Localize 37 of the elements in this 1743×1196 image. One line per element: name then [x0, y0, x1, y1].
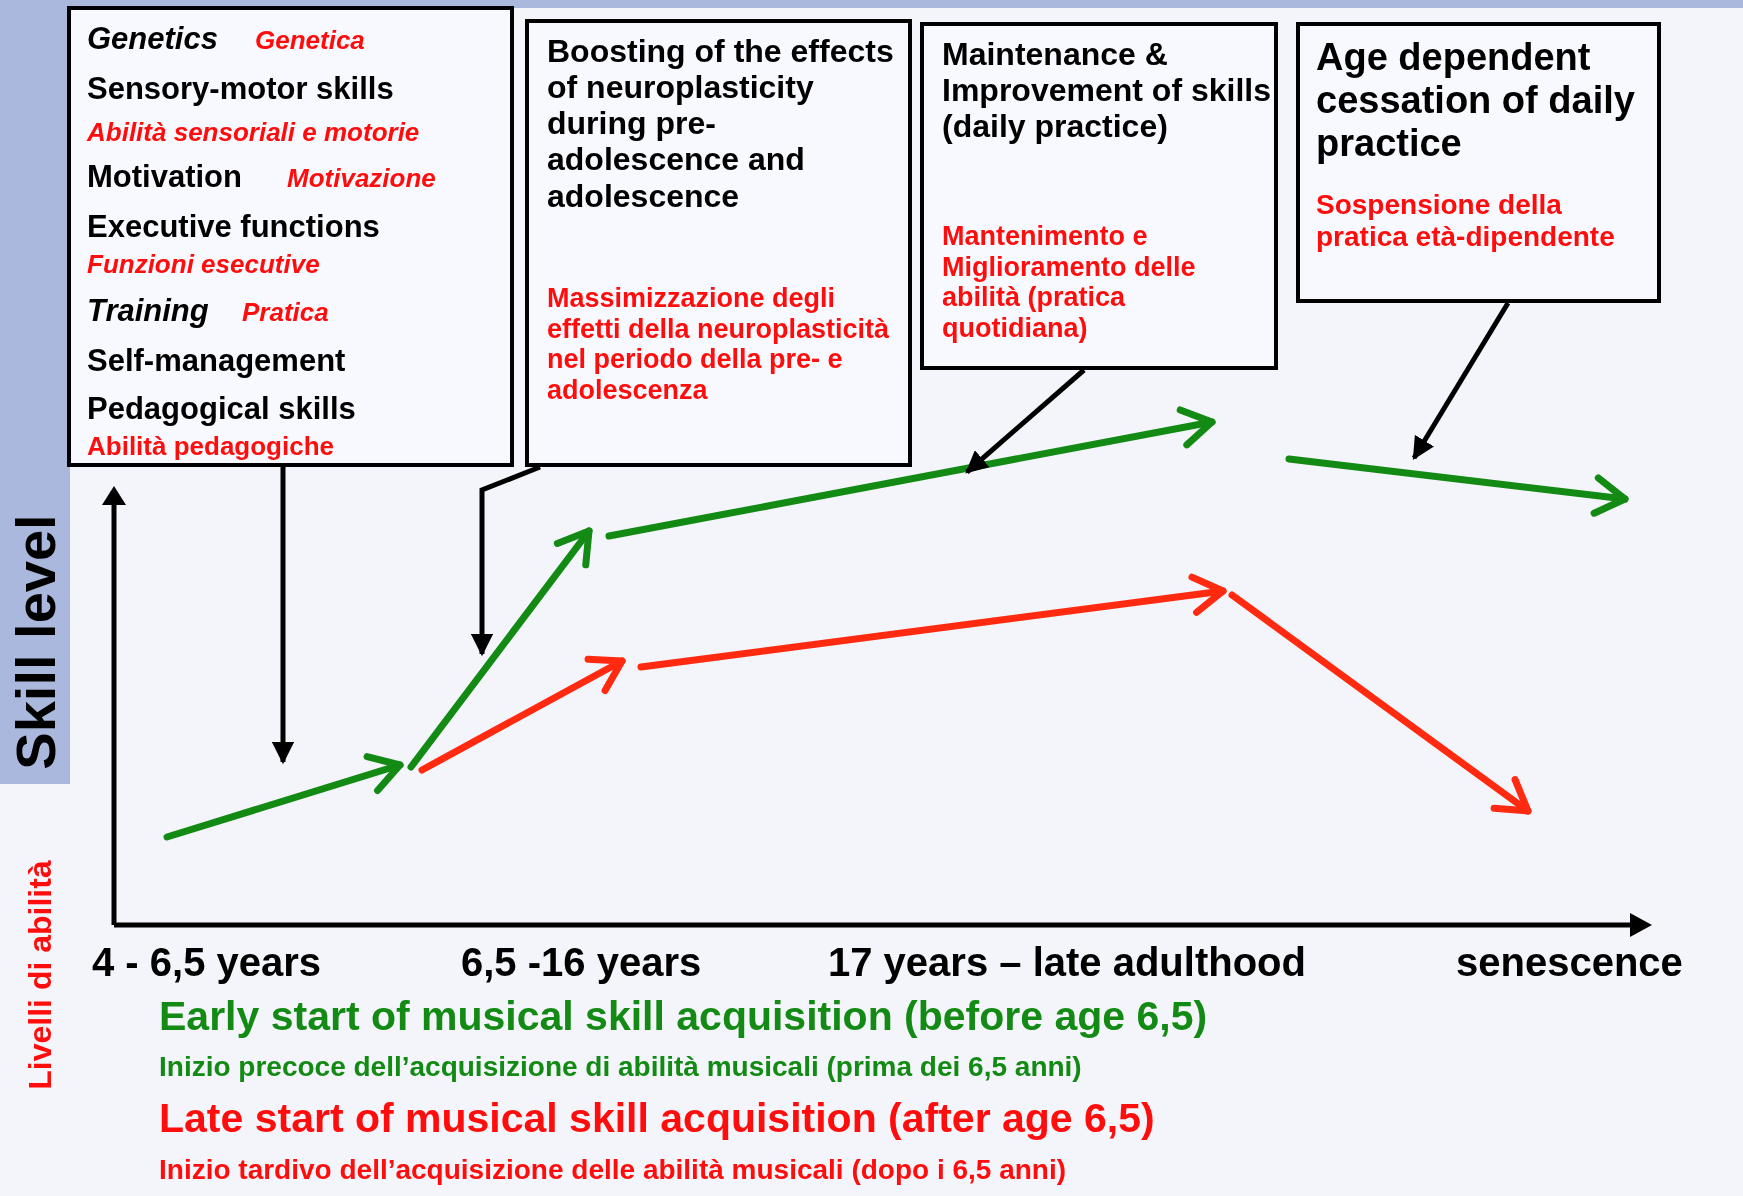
box-text: Genetics [87, 22, 218, 57]
box-text: Training [87, 294, 209, 329]
leader-arrow [271, 467, 295, 765]
italian-translation: Pratica [242, 298, 329, 327]
box-text: Self-management [87, 344, 346, 379]
text-box [525, 19, 912, 467]
text-box [920, 22, 1278, 370]
italian-translation: Massimizzazione degli effetti della neuroplasticità nel periodo della pre- e adolescenza [547, 283, 891, 405]
box-text: Executive functions [87, 210, 380, 245]
italian-translation: Abilità sensoriali e motorie [87, 118, 420, 147]
leader-arrow [1411, 301, 1511, 460]
box-text: Pedagogical skills [87, 392, 356, 427]
leader-arrow [965, 368, 1086, 474]
box-text: Sensory-motor skills [87, 72, 394, 107]
box-text: Boosting of the effects of neuroplasticity during pre-adolescence and adolescence [547, 33, 895, 214]
tick-label: 4 - 6,5 years [92, 942, 322, 982]
series-description: Early start of musical skill acquisition (before age 6,5) [159, 996, 1208, 1037]
box-text: Age dependent cessation of daily practice [1316, 36, 1636, 165]
italian-translation: Abilità pedagogiche [87, 432, 335, 461]
series-description: Inizio tardivo dell’acquisizione delle abilità musicali (dopo i 6,5 anni) [159, 1156, 1067, 1184]
italian-translation: Motivazione [287, 164, 436, 193]
italian-translation: Genetica [255, 26, 365, 55]
tick-label: 6,5 -16 years [461, 942, 702, 982]
italian-translation: Mantenimento e Miglioramento delle abilità (pratica quotidiana) [942, 221, 1197, 343]
italian-translation: Funzioni esecutive [87, 250, 320, 279]
italian-translation: Sospensione della pratica età-dipendente [1316, 189, 1616, 253]
leader-arrow [470, 464, 541, 657]
tick-label: 17 years – late adulthood [828, 942, 1306, 982]
box-text: Maintenance & Improvement of skills (daily practice) [942, 36, 1272, 145]
series-description: Late start of musical skill acquisition (after age 6,5) [159, 1098, 1155, 1139]
series-description: Inizio precoce dell’acquisizione di abilità musicali (prima dei 6,5 anni) [159, 1053, 1082, 1081]
box-text: Motivation [87, 160, 242, 195]
tick-label: senescence [1456, 942, 1683, 982]
axis-title: Skill level [7, 514, 64, 770]
text-box [1296, 22, 1661, 303]
axis-title: Livelli di abilità [23, 860, 56, 1090]
text-box [67, 6, 514, 467]
